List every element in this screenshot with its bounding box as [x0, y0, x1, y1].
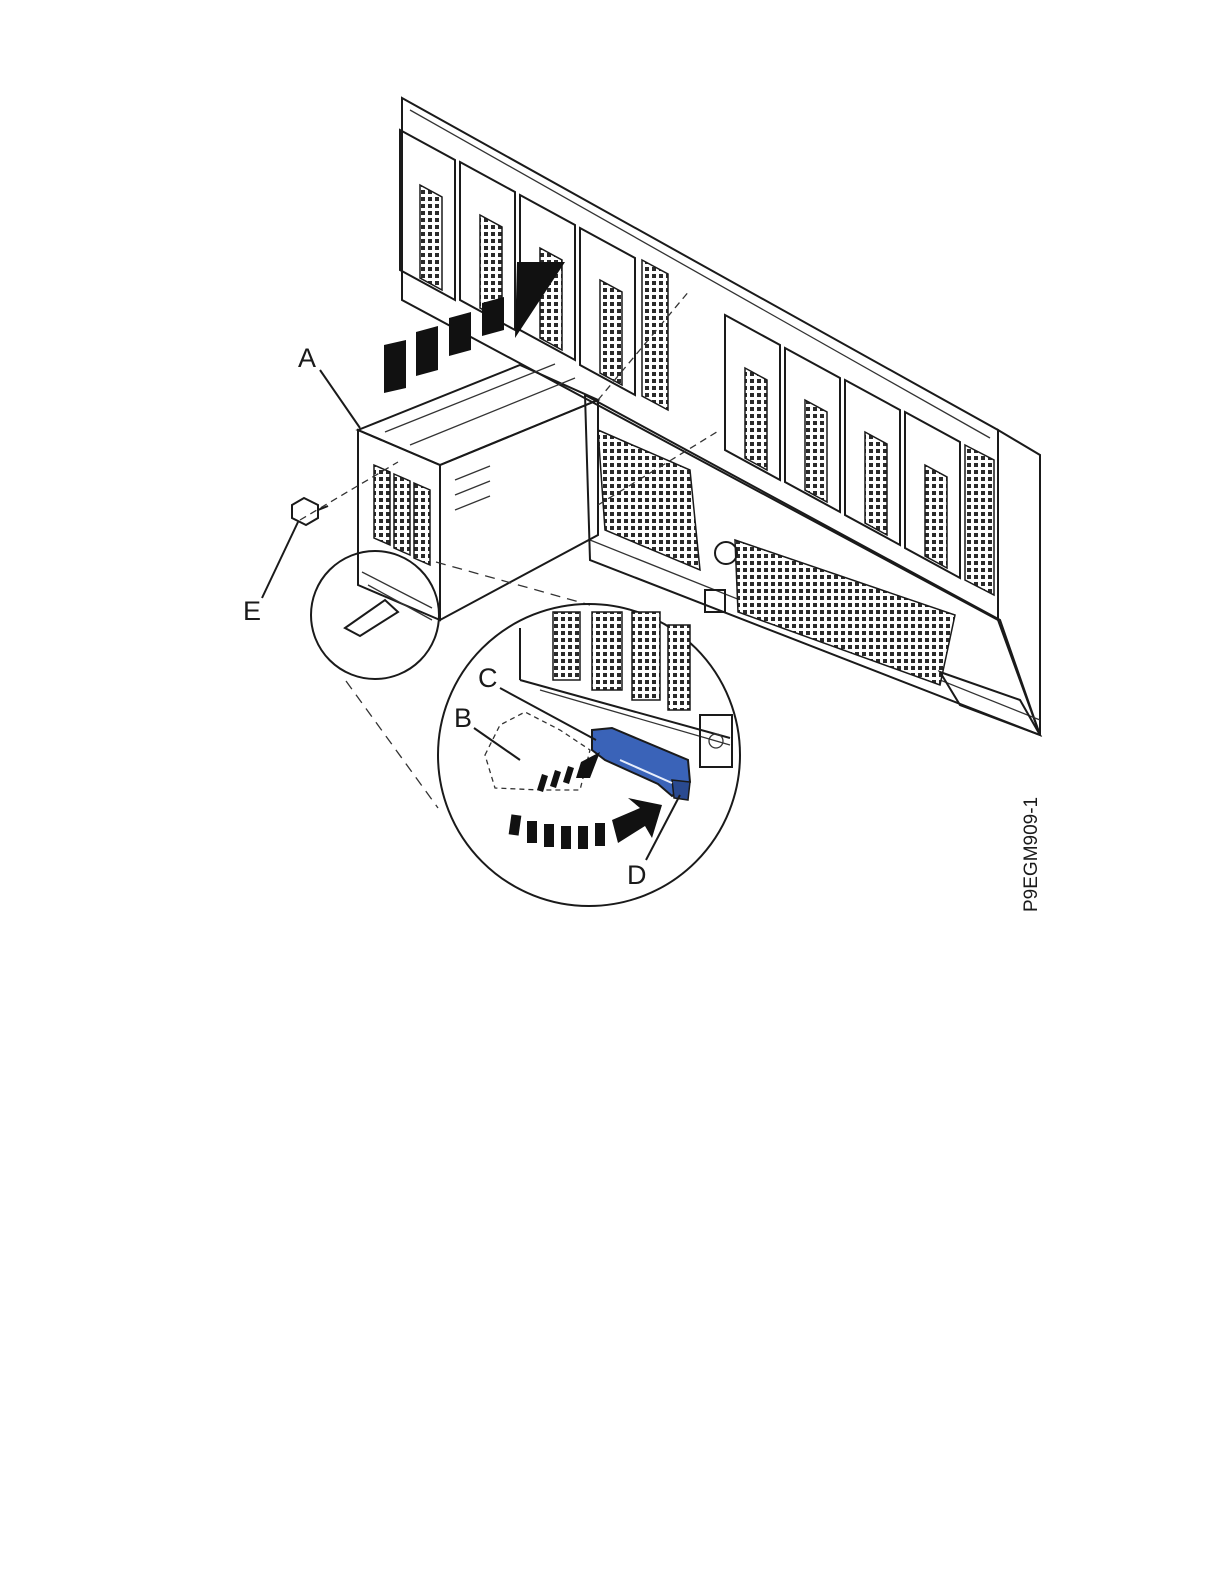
push-arrow: [537, 752, 600, 792]
detail-circle-large: [438, 604, 740, 906]
detail-circle-small: [311, 551, 590, 808]
figure-id: P9EGM909-1: [1021, 797, 1042, 912]
right-vent-grille: [735, 540, 955, 685]
power-connector: [715, 542, 737, 564]
callout-e: E: [243, 596, 261, 626]
callout-c: C: [478, 663, 498, 693]
release-latch: [592, 728, 690, 800]
rotation-arrow: [509, 798, 662, 849]
callout-a: A: [298, 343, 316, 373]
latch-open-outline: [485, 712, 590, 790]
callout-b: B: [454, 703, 472, 733]
server-chassis: [400, 98, 1040, 735]
callout-d: D: [627, 860, 647, 890]
thumbscrew: [292, 498, 328, 525]
